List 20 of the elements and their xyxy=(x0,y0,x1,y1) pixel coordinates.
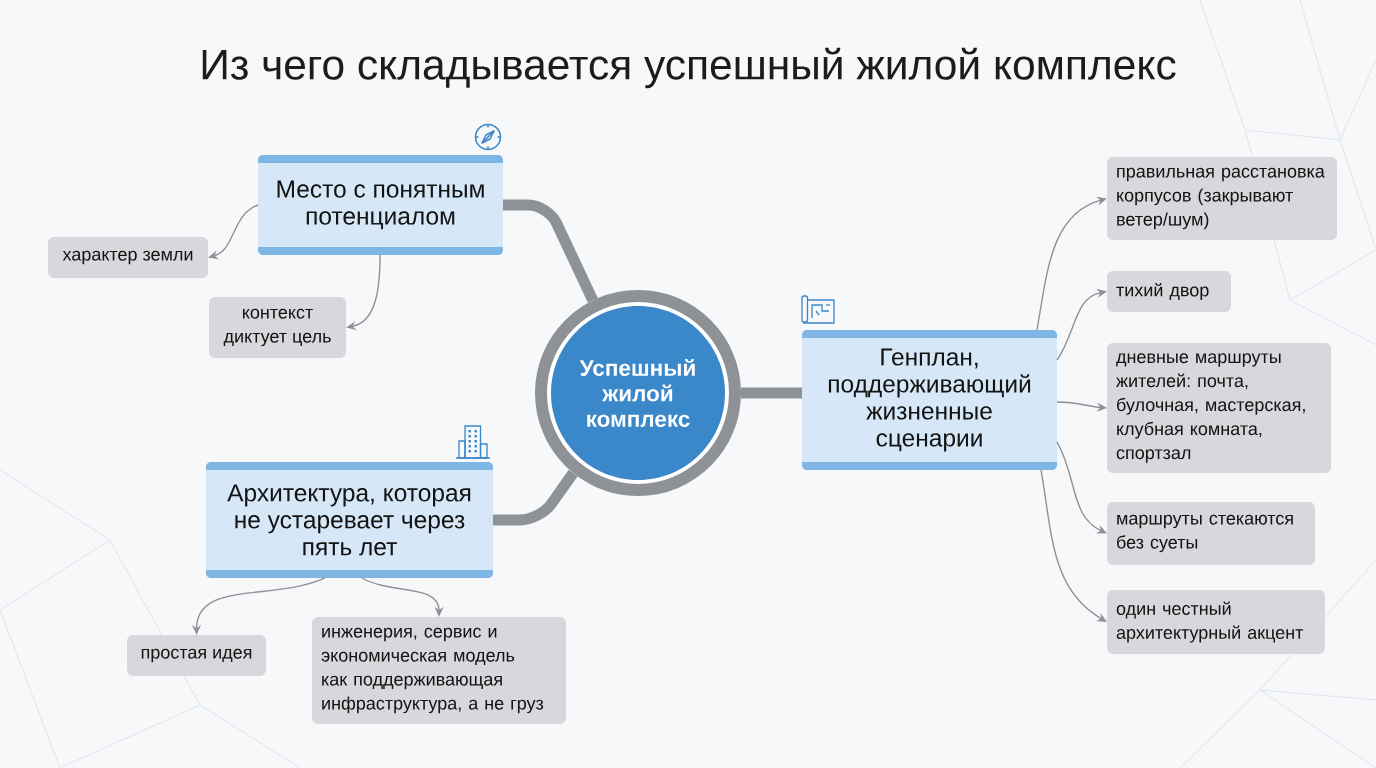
note-box: инженерия, сервис и экономическая модель как поддерживающая инфраструктура, а не груз xyxy=(312,617,566,724)
connector-line xyxy=(503,199,598,303)
topic-box: Место с понятным потенциалом xyxy=(258,155,503,255)
note-box: контекст диктует цель xyxy=(209,297,346,358)
note-box: маршруты стекаются без суеты xyxy=(1107,502,1315,565)
arrow xyxy=(1040,469,1107,622)
note-box: дневные маршруты жителей: почта, булочная, мастерская, клубная комната, спортзал xyxy=(1107,343,1331,473)
note-box: простая идея xyxy=(127,635,266,676)
arrow xyxy=(208,204,259,260)
topic-box: Архитектура, которая не устаревает через пять лет xyxy=(206,462,493,578)
note-box: тихий двор xyxy=(1107,271,1231,312)
connector-line xyxy=(493,469,578,526)
note-box: характер земли xyxy=(48,237,208,278)
connector-line xyxy=(741,387,802,399)
title: Из чего складывается успешный жилой комплекс xyxy=(202,47,1176,89)
arrow xyxy=(1056,441,1107,534)
topic-box: Генплан, поддерживающий жизненные сценарии xyxy=(802,330,1057,470)
note-box: правильная расстановка корпусов (закрывают ветер/шум) xyxy=(1107,157,1337,240)
note-box: один честный архитектурный акцент xyxy=(1107,590,1325,654)
arrow xyxy=(1036,196,1107,331)
